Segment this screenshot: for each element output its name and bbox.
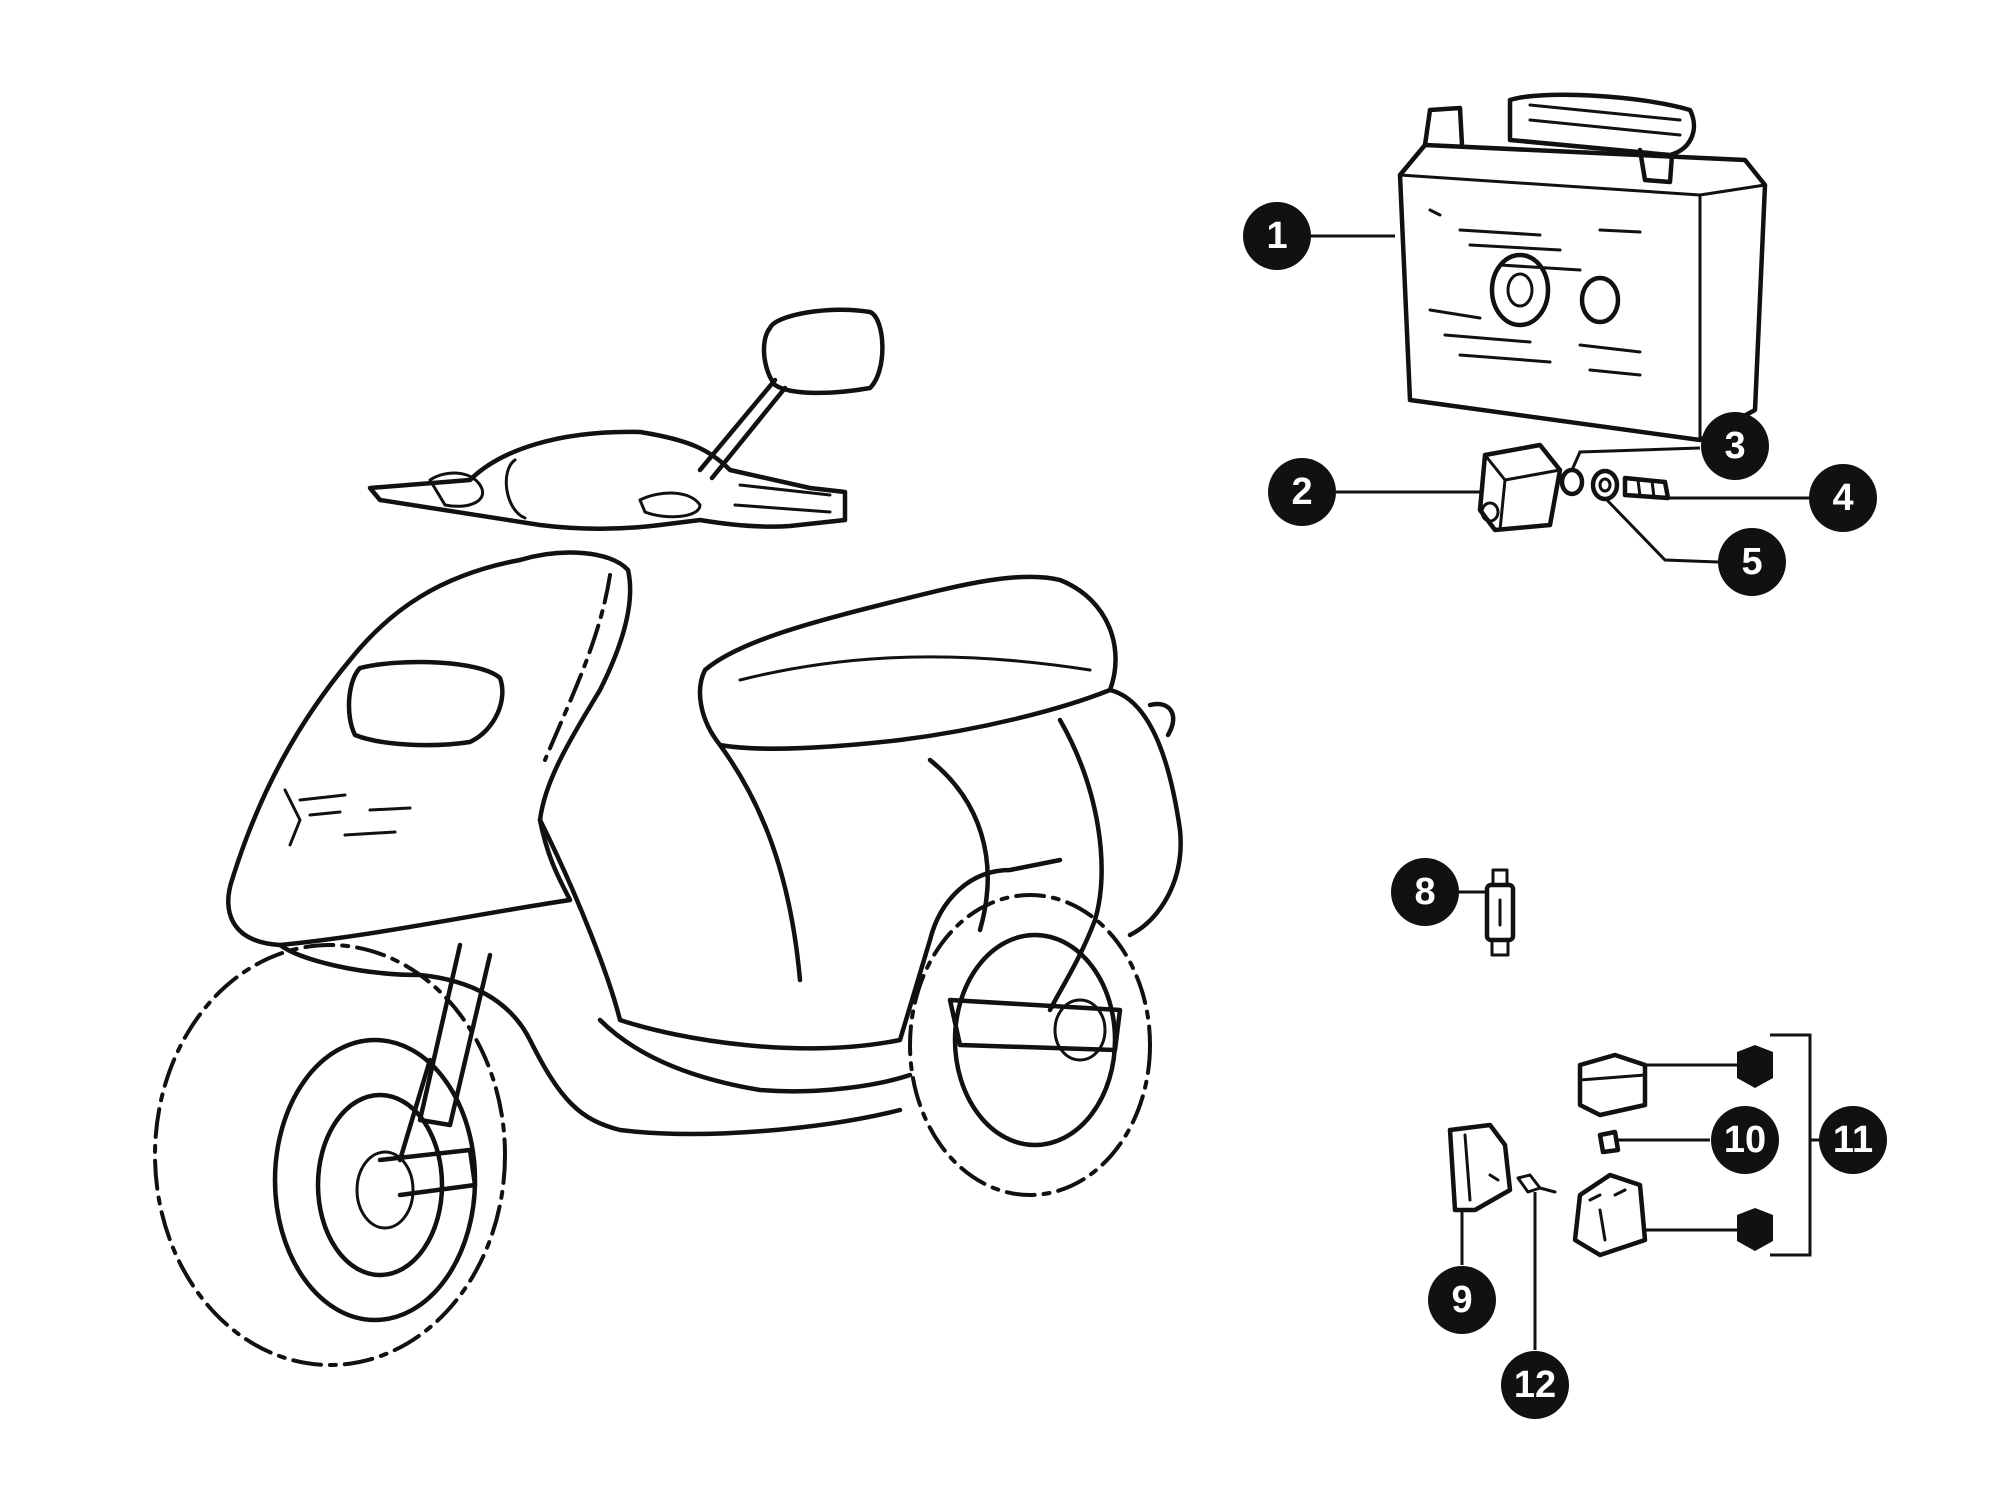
connector-illustration	[1572, 1052, 1648, 1258]
leader-11-bracket	[1770, 1033, 1812, 1257]
hex-nut-icon	[1737, 1045, 1773, 1088]
hex-nut-icon	[1737, 1208, 1773, 1251]
callout-9: 9	[1428, 1266, 1496, 1334]
callout-1: 1	[1243, 202, 1311, 270]
callout-11: 11	[1819, 1106, 1887, 1174]
scooter-illustration	[153, 307, 1183, 1367]
hex-markers	[1737, 1045, 1773, 1251]
washer-bolt-illustration	[1559, 467, 1671, 502]
callout-5: 5	[1718, 528, 1786, 596]
bulb-illustration	[1484, 868, 1516, 957]
svg-text:12: 12	[1514, 1364, 1556, 1406]
callout-2: 2	[1268, 458, 1336, 526]
leader-3	[1570, 446, 1701, 471]
callout-8: 8	[1391, 858, 1459, 926]
callout-12: 12	[1501, 1351, 1569, 1419]
relay-illustration	[1477, 442, 1563, 533]
svg-text:9: 9	[1451, 1279, 1472, 1321]
svg-text:4: 4	[1832, 477, 1853, 519]
svg-text:2: 2	[1291, 471, 1312, 513]
svg-text:5: 5	[1741, 541, 1762, 583]
svg-text:10: 10	[1724, 1119, 1766, 1161]
svg-text:1: 1	[1266, 215, 1287, 257]
battery-illustration	[1397, 92, 1768, 443]
leader-lines	[1310, 234, 1820, 1350]
fuse-illustration	[1516, 1173, 1557, 1194]
svg-text:8: 8	[1414, 871, 1435, 913]
callout-3: 3	[1701, 412, 1769, 480]
callout-10: 10	[1711, 1106, 1779, 1174]
svg-text:3: 3	[1724, 425, 1745, 467]
callout-4: 4	[1809, 464, 1877, 532]
leader-5	[1603, 496, 1719, 564]
flasher-illustration	[1447, 1122, 1513, 1213]
svg-text:11: 11	[1833, 1119, 1873, 1161]
